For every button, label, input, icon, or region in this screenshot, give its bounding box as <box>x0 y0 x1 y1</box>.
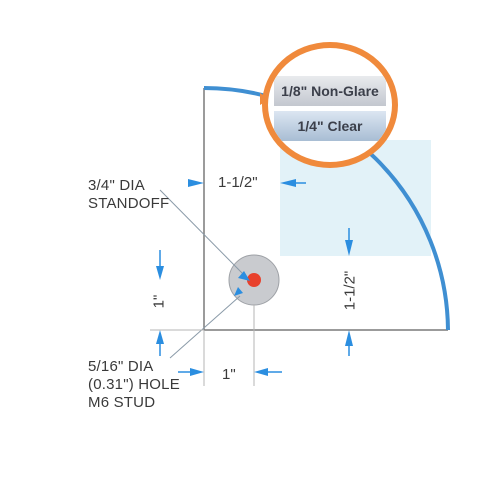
bottom-dimension-label: 1" <box>222 366 236 383</box>
rounded-corner-arc <box>203 86 450 331</box>
hole-leader <box>169 295 241 359</box>
hole-callout: 5/16" DIA (0.31") HOLE M6 STUD <box>88 358 180 412</box>
right-dim-arrow-top <box>345 240 353 256</box>
standoff-callout: 3/4" DIA STANDOFF <box>88 177 169 213</box>
standoff-callout-line-2: STANDOFF <box>88 195 170 212</box>
hole-callout-line-2: (0.31") HOLE <box>88 376 180 393</box>
hole-arrowhead <box>234 287 243 296</box>
stud-hole <box>247 273 261 287</box>
left-dimension-label: 1" <box>150 294 168 309</box>
right-dim-arrow-bottom <box>345 330 353 346</box>
hole-callout-line-1: 5/16" DIA <box>88 358 154 375</box>
left-dim-arrow-bottom <box>156 330 164 344</box>
standoff-arrowhead <box>238 271 250 281</box>
hole-callout-line-3: M6 STUD <box>88 394 156 411</box>
bottom-dim-arrow-left <box>190 368 204 376</box>
glass-options-badge: 1/8" Non-Glare 1/4" Clear <box>262 42 398 168</box>
right-dimension-label: 1-1/2" <box>341 270 359 311</box>
bottom-dim-arrow-right <box>254 368 268 376</box>
glass-option-clear: 1/4" Clear <box>274 111 386 141</box>
top-dimension-label: 1-1/2" <box>218 174 258 191</box>
top-dim-arrow-left <box>188 179 204 187</box>
standoff-callout-line-1: 3/4" DIA <box>88 177 145 194</box>
standoff-leader <box>159 189 246 277</box>
left-dim-arrow-top <box>156 266 164 280</box>
glass-option-non-glare: 1/8" Non-Glare <box>274 76 386 106</box>
top-dim-arrow-right <box>280 179 296 187</box>
